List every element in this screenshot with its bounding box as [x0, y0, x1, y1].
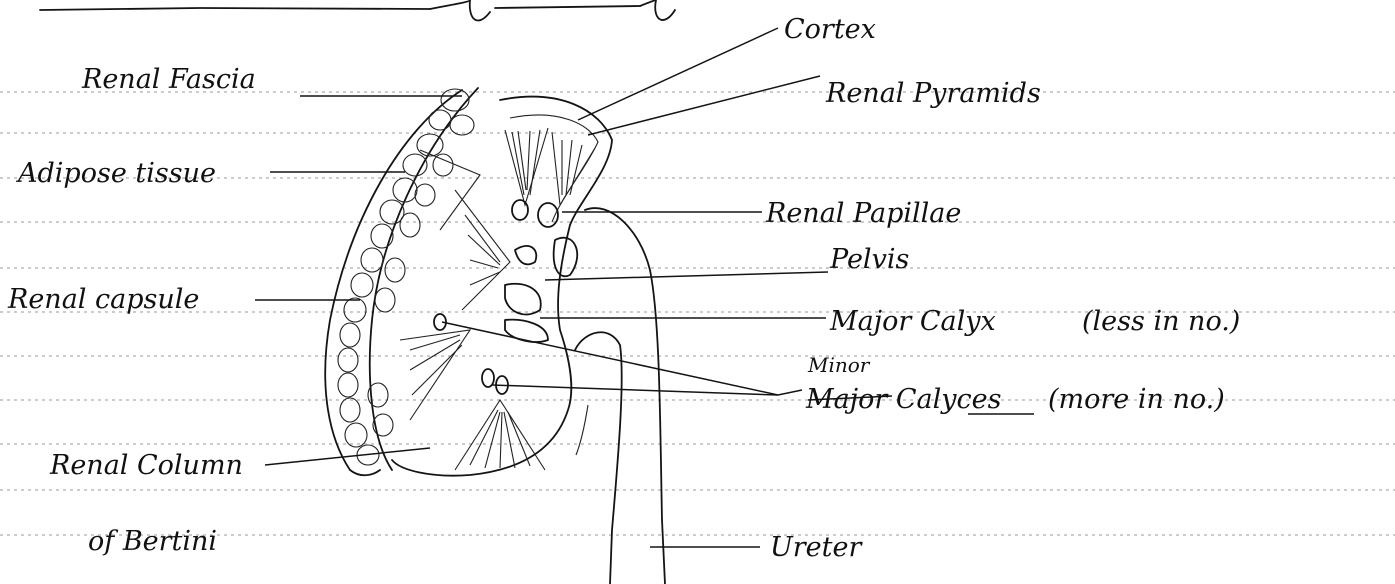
- label-calyces: Major Calyces: [805, 384, 1001, 415]
- label-renal-column-line2: of Bertini: [88, 526, 217, 557]
- label-renal-capsule: Renal capsule: [7, 284, 199, 315]
- ureter-outer: [585, 208, 665, 584]
- label-adipose-tissue: Adipose tissue: [15, 158, 216, 189]
- leader-lines: [255, 28, 828, 547]
- label-renal-pyramids: Renal Pyramids: [825, 78, 1041, 109]
- renal-pelvis: [505, 238, 577, 342]
- ureter-margin: [576, 405, 588, 455]
- adipose-tissue-globules: [338, 89, 474, 465]
- label-renal-papillae: Renal Papillae: [765, 198, 961, 229]
- label-renal-fascia: Renal Fascia: [81, 64, 256, 95]
- label-major-calyx-note: (less in no.): [1082, 306, 1240, 337]
- label-pelvis: Pelvis: [829, 244, 909, 275]
- heading-underline: [40, 0, 675, 21]
- label-calyces-note: (more in no.): [1048, 384, 1225, 415]
- label-ureter: Ureter: [770, 532, 863, 563]
- label-minor-correction: Minor: [807, 353, 871, 377]
- ureter-inner: [575, 332, 622, 584]
- kidney-illustration: [325, 88, 665, 584]
- label-cortex: Cortex: [784, 14, 876, 45]
- renal-fascia-outline: [325, 90, 462, 475]
- labels: Renal Fascia Adipose tissue Renal capsul…: [7, 14, 1240, 563]
- renal-pyramids: [400, 128, 595, 470]
- label-renal-column-line1: Renal Column: [49, 450, 243, 481]
- renal-capsule-outline: [370, 88, 478, 470]
- label-major-calyx: Major Calyx: [829, 306, 996, 337]
